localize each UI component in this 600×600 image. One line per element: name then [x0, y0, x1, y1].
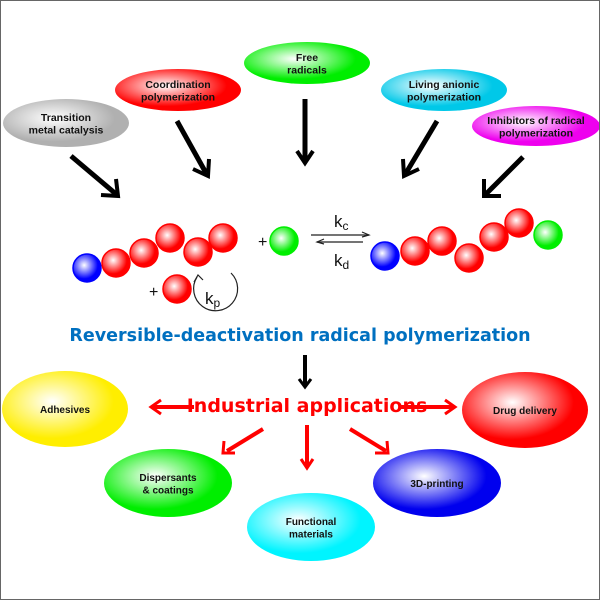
source-ellipse-shape [3, 99, 129, 147]
application-label: Functional [286, 517, 337, 528]
source-label: polymerization [141, 91, 215, 103]
initiator-bead [370, 241, 400, 271]
arrow-inhibitors [482, 155, 525, 198]
monomer-bead [155, 223, 185, 253]
monomer-bead [454, 243, 484, 273]
monomer-bead [504, 208, 534, 238]
application-ellipse-shape [462, 372, 588, 448]
monomer-bead [129, 238, 159, 268]
application-3d-printing: 3D-printing [373, 449, 501, 517]
arrow-functional [299, 425, 315, 471]
arrow-adhesives [148, 398, 194, 416]
monomer-bead [183, 237, 213, 267]
free-species [162, 226, 299, 304]
application-ellipse-shape [373, 449, 501, 517]
arrow-to-applications [297, 355, 313, 390]
arrow-free-radicals [295, 99, 315, 167]
arrow-3d-printing [348, 427, 390, 455]
application-ellipse-shape [247, 493, 375, 561]
source-ellipse-shape [115, 69, 241, 111]
monomer-bead [101, 248, 131, 278]
arrow-transition [69, 154, 121, 199]
polymer-chain-capped [370, 208, 563, 273]
source-label: Free [296, 52, 318, 64]
source-ellipse-shape [381, 69, 507, 111]
monomer-bead [400, 236, 430, 266]
plus-sign-cap: + [258, 234, 267, 251]
source-label: metal catalysis [29, 124, 104, 136]
monomer-bead [208, 223, 238, 253]
polymer-chain-dormant [72, 223, 238, 283]
source-ellipse-shape [472, 106, 599, 146]
source-label: Coordination [145, 79, 210, 91]
method-title: Reversible-deactivation radical polymeri… [69, 326, 530, 346]
application-adhesives: Adhesives [2, 371, 128, 447]
source-label: Living anionic [409, 79, 480, 91]
rate-constant-kc: kc [334, 212, 349, 233]
application-ellipse-shape [2, 371, 128, 447]
source-label: Inhibitors of radical [487, 115, 585, 127]
application-label: & coatings [142, 485, 194, 496]
application-arrows [148, 398, 458, 471]
arrow-drug-delivery [401, 398, 458, 416]
free-monomer-bead [162, 274, 192, 304]
equilibrium-arrows [311, 231, 371, 245]
source-label: Transition [41, 112, 91, 124]
source-label: radicals [287, 64, 327, 76]
application-ellipse-shape [104, 449, 232, 517]
arrow-dispersants [221, 427, 265, 455]
applications-title: Industrial applications [187, 395, 428, 417]
cap-bead [533, 220, 563, 250]
free-cap-bead [269, 226, 299, 256]
monomer-bead [479, 222, 509, 252]
source-label: polymerization [499, 127, 573, 139]
initiator-bead [72, 253, 102, 283]
propagation-cycle-icon [193, 272, 239, 312]
arrow-living-anionic [401, 119, 440, 180]
application-drug-delivery: Drug delivery [462, 372, 588, 448]
application-label: Adhesives [40, 405, 90, 416]
plus-sign-monomer: + [149, 284, 158, 301]
source-label: polymerization [407, 91, 481, 103]
rate-constant-kd: kd [334, 251, 349, 272]
monomer-bead [427, 226, 457, 256]
application-label: materials [289, 529, 333, 540]
source-ellipse-shape [244, 42, 370, 84]
application-dispersants: Dispersants& coatings [104, 449, 232, 517]
source-arrows [69, 99, 525, 199]
application-label: Drug delivery [493, 406, 557, 417]
rate-constant-kp: kp [205, 289, 221, 310]
arrow-coordination [174, 119, 211, 180]
application-label: 3D-printing [410, 479, 463, 490]
application-label: Dispersants [139, 473, 197, 484]
